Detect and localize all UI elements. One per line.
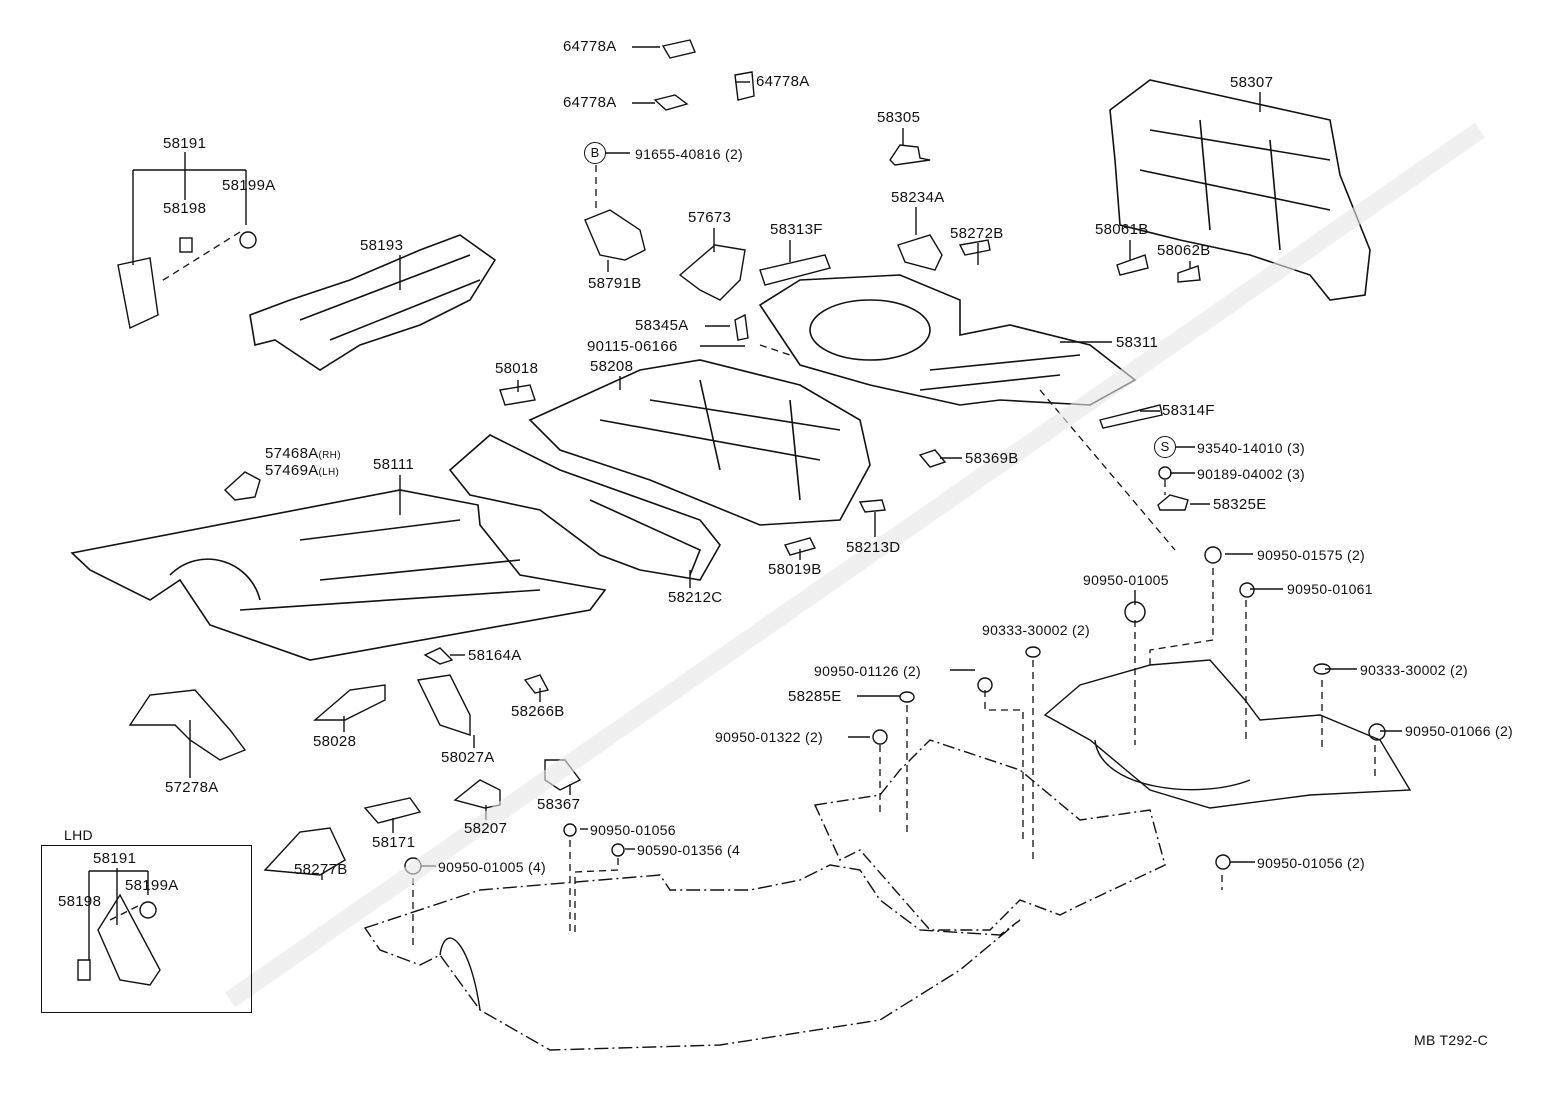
- part-label: 58193: [360, 237, 404, 254]
- lhd-inset-box: [41, 845, 252, 1013]
- inset-title: LHD: [64, 827, 93, 843]
- part-label: 58307: [1230, 74, 1274, 91]
- part-label: 58212C: [668, 589, 723, 606]
- part-label: 57673: [688, 209, 732, 226]
- part-label: 90333-30002 (2): [1360, 662, 1469, 678]
- part-label: 58305: [877, 109, 921, 126]
- part-label: 90950-01126 (2): [814, 663, 921, 679]
- part-label: 58213D: [846, 539, 901, 556]
- diagram-code: MB T292-C: [1414, 1032, 1489, 1048]
- part-label: 90950-01005 (4): [438, 859, 547, 875]
- part-label: 64778A: [563, 94, 617, 111]
- part-label: 93540-14010 (3): [1197, 440, 1306, 456]
- part-label: 64778A: [756, 73, 810, 90]
- part-label: 57469A(LH): [265, 463, 339, 481]
- part-label: 57278A: [165, 779, 219, 796]
- part-label: 58191: [163, 135, 207, 152]
- floor-pan-58111: [70, 489, 607, 661]
- part-label: 58018: [495, 360, 539, 377]
- part-label: 58311: [1116, 334, 1159, 351]
- part-label: 90333-30002 (2): [982, 622, 1091, 638]
- leader-lines: [88, 46, 1402, 960]
- part-label: 58198: [163, 200, 207, 217]
- part-label: 90950-01061: [1287, 581, 1373, 597]
- part-label: 58234A: [891, 189, 945, 206]
- part-label: 58277B: [294, 861, 348, 878]
- part-label: 91655-40816 (2): [635, 146, 744, 162]
- tunnel-58212c: [448, 434, 721, 581]
- lh-suffix: (LH): [318, 467, 340, 478]
- floor-carpets: [363, 659, 1412, 1051]
- part-label: 58313F: [770, 221, 823, 238]
- part-label: 58199A: [222, 177, 276, 194]
- part-label: 90590-01356 (4: [637, 842, 741, 858]
- floor-pan-58208: [528, 359, 871, 526]
- part-label: 58272B: [950, 225, 1004, 242]
- inset-part-label: 58198: [58, 893, 102, 910]
- part-label: 58019B: [768, 561, 822, 578]
- part-label: 58062B: [1157, 242, 1211, 259]
- part-label: 90950-01322 (2): [715, 729, 824, 745]
- part-label: 58207: [464, 820, 508, 837]
- part-label: 58367: [537, 796, 581, 813]
- part-label: 58164A: [468, 647, 522, 664]
- rear-floor-58311: [758, 274, 1137, 406]
- part-label: 90950-01005: [1083, 572, 1169, 588]
- part-label: 58791B: [588, 275, 642, 292]
- watermark: [224, 122, 1486, 1008]
- part-label: 58285E: [788, 688, 842, 705]
- part-label: 58325E: [1213, 496, 1267, 513]
- rh-suffix: (RH): [318, 450, 341, 461]
- inset-part-label: 58191: [93, 850, 137, 867]
- part-label: 58027A: [441, 749, 495, 766]
- bolt-symbol: B: [584, 142, 606, 164]
- part-label: 58369B: [965, 450, 1019, 467]
- part-label: 58266B: [511, 703, 565, 720]
- dashed-guides: [109, 165, 1376, 950]
- part-label: 58314F: [1162, 402, 1215, 419]
- part-label: 58028: [313, 733, 357, 750]
- inset-part-label: 58199A: [125, 877, 179, 894]
- part-label: 58111: [373, 456, 414, 473]
- part-label: 58171: [372, 834, 416, 851]
- part-label: 64778A: [563, 38, 617, 55]
- crossmember-58193: [249, 234, 497, 371]
- screw-symbol: S: [1154, 436, 1176, 458]
- part-number: 57469A: [265, 462, 319, 479]
- part-label: 90950-01056 (2): [1257, 855, 1366, 871]
- small-parts: [77, 39, 1386, 986]
- part-label: 58061B: [1095, 221, 1149, 238]
- part-label: 58345A: [635, 317, 689, 334]
- part-label: 90950-01056: [590, 822, 676, 838]
- part-label: 90115-06166: [587, 338, 678, 355]
- part-label: 58208: [590, 358, 634, 375]
- part-number: 57468A: [265, 445, 319, 462]
- part-label: 90950-01575 (2): [1257, 547, 1366, 563]
- part-label: 57468A(RH): [265, 446, 341, 464]
- rear-panel-58307: [1109, 79, 1371, 301]
- part-label: 90189-04002 (3): [1197, 466, 1306, 482]
- part-label: 90950-01066 (2): [1405, 723, 1514, 739]
